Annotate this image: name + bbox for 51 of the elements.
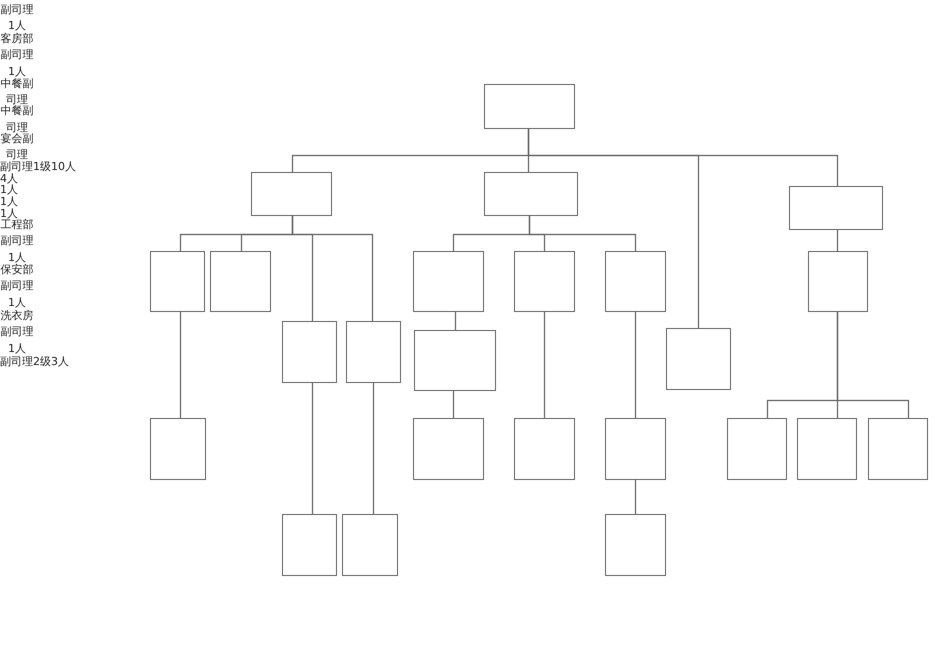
- text-label: 宴会副司理: [0, 132, 34, 162]
- org-chart-box: [413, 418, 484, 480]
- connector-line: [836, 230, 838, 252]
- connector-line: [544, 312, 546, 419]
- text-label: 客房部副司理1人: [0, 31, 34, 78]
- org-chart-box: [282, 514, 337, 576]
- org-chart-box: [514, 418, 575, 480]
- org-chart-box: [150, 251, 205, 312]
- connector-line: [292, 216, 374, 321]
- connector-line: [528, 129, 838, 186]
- org-chart-box: [808, 251, 868, 312]
- text-label: 洗衣房副司理1人: [0, 308, 34, 356]
- connector-line: [180, 312, 182, 419]
- org-chart-box: [789, 186, 883, 230]
- org-chart-box: [605, 418, 666, 480]
- text-label: 中餐副司理: [0, 104, 34, 134]
- text-label: 副司理2级3人: [0, 356, 69, 368]
- org-chart-box: [605, 251, 666, 312]
- text-label: 中餐副司理: [0, 76, 34, 106]
- org-chart-box: [251, 172, 332, 216]
- org-chart-box: [413, 251, 484, 312]
- text-label: 副司理1级10人: [0, 161, 76, 173]
- connector-line: [634, 480, 636, 515]
- org-chart-box: [666, 328, 731, 390]
- connector-line: [528, 216, 636, 251]
- org-chart-box: [868, 418, 928, 480]
- text-label: 保安部副司理1人: [0, 262, 34, 310]
- org-chart-box: [514, 251, 575, 312]
- text-label: 副司理1人: [0, 2, 34, 32]
- connector-line: [836, 312, 910, 418]
- text-label: 4人: [0, 173, 18, 185]
- org-chart-box: [342, 514, 398, 576]
- org-chart-box: [414, 330, 496, 391]
- org-chart-box: [484, 172, 578, 216]
- org-chart-box: [484, 84, 575, 129]
- connector-line: [312, 383, 314, 515]
- text-label: 1人: [0, 196, 18, 208]
- connector-line: [372, 383, 374, 515]
- text-label: 1人: [0, 208, 18, 220]
- org-chart-box: [727, 418, 787, 480]
- connector-line: [454, 312, 456, 331]
- text-label: 工程部副司理1人: [0, 218, 34, 264]
- org-chart-box: [346, 321, 401, 383]
- org-chart-box: [150, 418, 206, 480]
- org-chart-box: [210, 251, 271, 312]
- org-chart-box: [282, 321, 337, 383]
- org-chart-box: [605, 514, 666, 576]
- org-chart-box: [797, 418, 857, 480]
- connector-line: [452, 391, 454, 419]
- connector-line: [634, 312, 636, 419]
- text-label: 1人: [0, 184, 18, 196]
